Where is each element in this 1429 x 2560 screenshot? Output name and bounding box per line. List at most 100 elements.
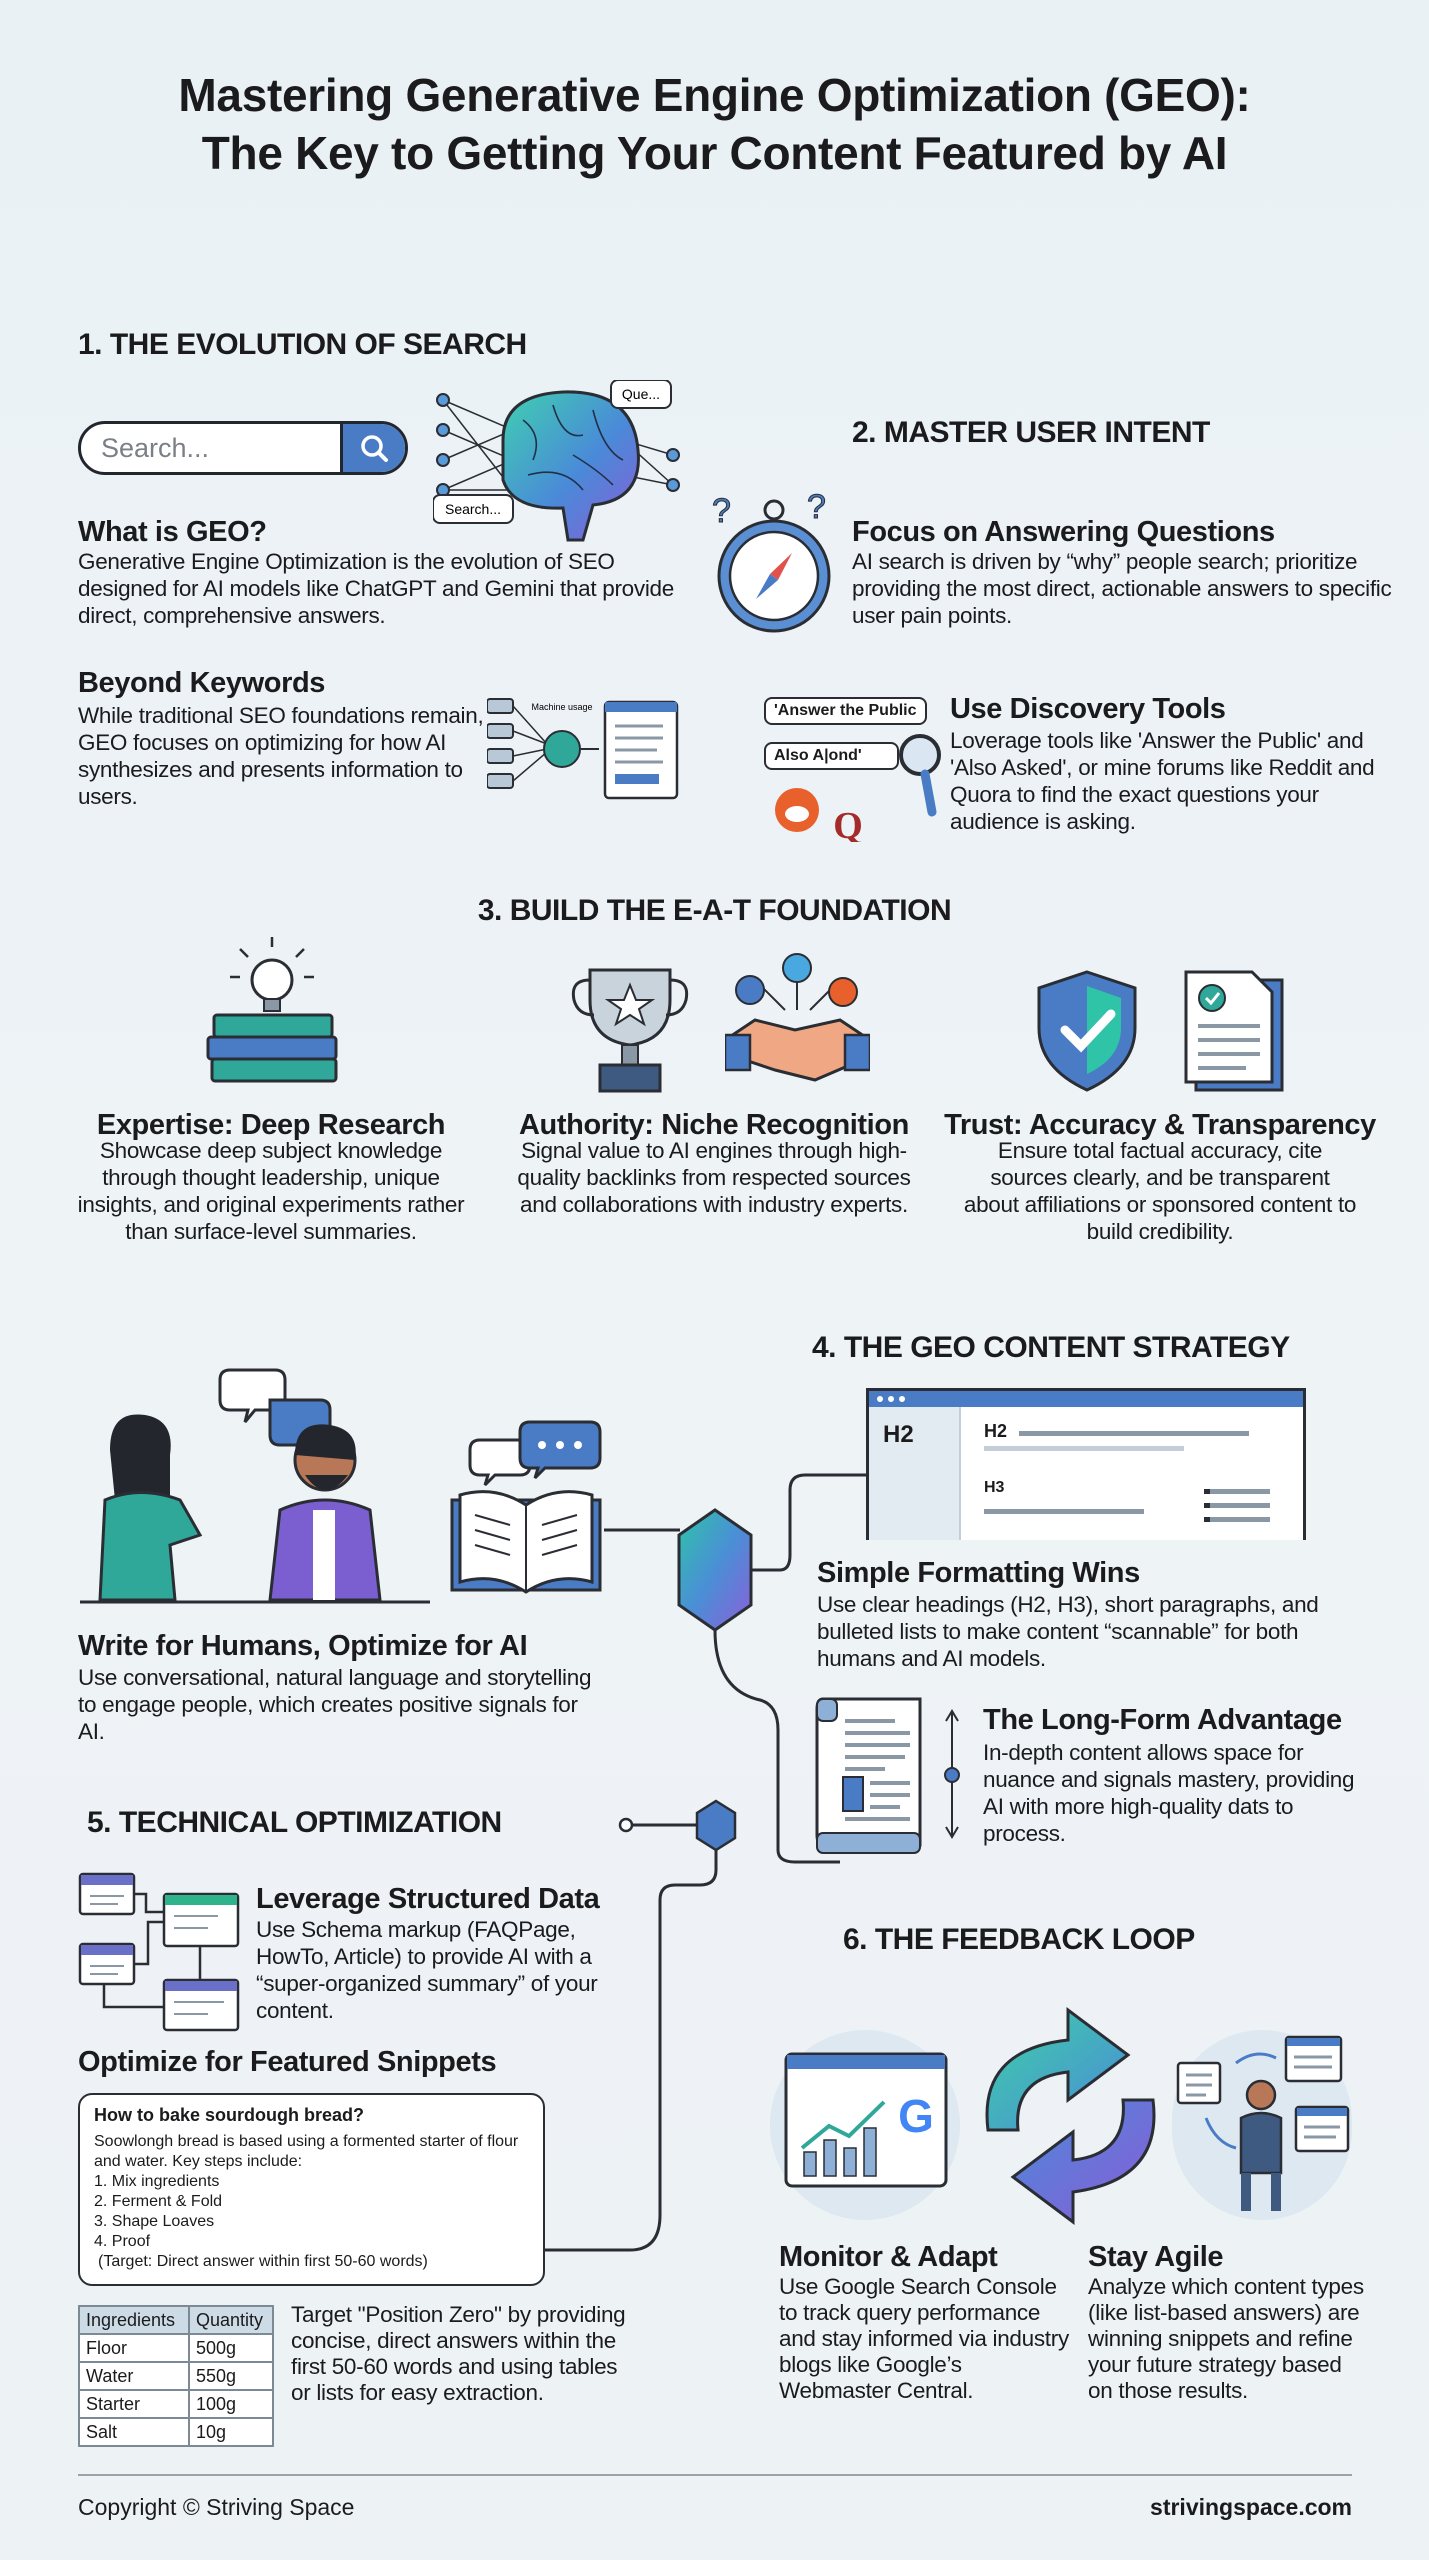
section-4-heading: 4. THE GEO CONTENT STRATEGY	[812, 1331, 1290, 1364]
long-form-title: The Long-Form Advantage	[983, 1704, 1342, 1736]
position-zero-body: Target "Position Zero" by providing conc…	[291, 2302, 626, 2405]
search-bar-illustration: Search...	[78, 421, 408, 475]
snippet-note: (Target: Direct answer within first 50-6…	[98, 2253, 428, 2270]
stay-agile-body: Analyze which content types (like list-b…	[1088, 2274, 1364, 2403]
snippet-intro: Soowlongh bread is based using a forment…	[94, 2133, 519, 2170]
trust-title: Trust: Accuracy & Transparency	[944, 1109, 1376, 1141]
table-cell: Starter	[78, 2389, 190, 2419]
trust-body: Ensure total factual accuracy, cite sour…	[963, 1138, 1357, 1244]
monitor-adapt-title: Monitor & Adapt	[779, 2241, 998, 2273]
svg-text:?: ?	[712, 492, 731, 530]
person-strategy-boards-icon	[1176, 2035, 1350, 2211]
table-header: Quantity	[188, 2305, 274, 2335]
discovery-tools-title: Use Discovery Tools	[950, 693, 1226, 725]
footer-divider	[78, 2474, 1352, 2476]
snippet-step: 2. Ferment & Fold	[94, 2193, 223, 2210]
structured-data-body: Use Schema markup (FAQPage, HowTo, Artic…	[256, 1917, 598, 2023]
section-5-heading: 5. TECHNICAL OPTIMIZATION	[87, 1806, 502, 1839]
verified-document-icon	[1184, 970, 1284, 1092]
expertise-body: Showcase deep subject knowledge through …	[77, 1138, 465, 1244]
discovery-tools-body: Loverage tools like 'Answer the Public' …	[950, 728, 1375, 834]
footer-copyright: Copyright © Striving Space	[78, 2494, 355, 2520]
trophy-icon	[571, 968, 689, 1093]
hexagon-node	[677, 1508, 753, 1632]
brain-bubble-bottom: Search...	[445, 501, 501, 517]
structured-data-icon	[78, 1872, 240, 2032]
section-2-heading: 2. MASTER USER INTENT	[852, 416, 1210, 449]
quora-icon: Q	[833, 805, 863, 842]
analytics-monitor-icon: G	[784, 2052, 948, 2188]
snippet-step: 3. Shape Loaves	[94, 2213, 215, 2230]
answer-the-public-pill: 'Answer the Public	[764, 697, 927, 725]
open-book-chat-icon	[450, 1420, 602, 1594]
snippet-step: 1. Mix ingredients	[94, 2173, 220, 2190]
section-6-heading: 6. THE FEEDBACK LOOP	[843, 1923, 1195, 1956]
stopwatch-compass-icon: ??	[712, 488, 831, 633]
table-header: Ingredients	[78, 2305, 190, 2335]
beyond-keywords-title: Beyond Keywords	[78, 667, 325, 699]
focus-questions-title: Focus on Answering Questions	[852, 516, 1275, 548]
snippet-step: 4. Proof	[94, 2233, 151, 2250]
table-cell: 10g	[188, 2417, 274, 2447]
magnifier-icon	[899, 734, 941, 776]
what-is-geo-title: What is GEO?	[78, 516, 267, 548]
brain-network-icon: Que... Search...	[433, 380, 680, 542]
browser-titlebar	[869, 1391, 1303, 1407]
table-cell: Floor	[78, 2333, 190, 2363]
title-line-1: Mastering Generative Engine Optimization…	[178, 69, 1251, 121]
page-title: Mastering Generative Engine Optimization…	[0, 66, 1429, 182]
beyond-keywords-body: While traditional SEO foundations remain…	[78, 703, 484, 809]
footer-site-link[interactable]: strivingspace.com	[1150, 2494, 1352, 2520]
structured-data-title: Leverage Structured Data	[256, 1883, 600, 1915]
people-conversation-illustration	[80, 1368, 430, 1604]
expertise-title: Expertise: Deep Research	[96, 1109, 446, 1141]
machine-usage-label: Machine usage	[531, 702, 592, 712]
browser-h2: H2	[984, 1421, 1008, 1441]
formatting-body: Use clear headings (H2, H3), short parag…	[817, 1592, 1319, 1671]
monitor-adapt-body: Use Google Search Console to track query…	[779, 2274, 1069, 2403]
write-humans-title: Write for Humans, Optimize for AI	[78, 1630, 528, 1662]
browser-h3: H3	[984, 1479, 1005, 1496]
title-line-2: The Key to Getting Your Content Featured…	[201, 127, 1228, 179]
browser-headings-mockup: H2 H2 H3	[866, 1388, 1306, 1540]
formatting-title: Simple Formatting Wins	[817, 1557, 1140, 1589]
search-placeholder: Search...	[101, 433, 210, 463]
write-humans-body: Use conversational, natural language and…	[78, 1665, 592, 1744]
featured-snippet-example: How to bake sourdough bread? Soowlongh b…	[78, 2093, 545, 2286]
table-cell: 500g	[188, 2333, 274, 2363]
featured-snippets-title: Optimize for Featured Snippets	[78, 2046, 497, 2078]
long-form-body: In-depth content allows space for nuance…	[983, 1740, 1355, 1846]
table-cell: 550g	[188, 2361, 274, 2391]
section-3-heading: 3. BUILD THE E-A-T FOUNDATION	[477, 894, 952, 927]
long-scroll-document-icon	[815, 1697, 960, 1854]
authority-body: Signal value to AI engines through high-…	[517, 1138, 911, 1217]
machine-synthesis-icon: Machine usage	[487, 698, 679, 800]
also-asked-pill: Also A|ond'	[764, 742, 899, 770]
shield-check-icon	[1037, 970, 1137, 1092]
browser-h2-left: H2	[883, 1421, 914, 1448]
google-icon: G	[898, 2090, 934, 2142]
small-hexagon-node	[695, 1799, 737, 1852]
svg-text:?: ?	[807, 488, 826, 526]
table-cell: Water	[78, 2361, 190, 2391]
discovery-tools-icon: Q	[775, 734, 941, 842]
authority-title: Authority: Niche Recognition	[519, 1109, 909, 1141]
brain-bubble-top: Que...	[622, 386, 660, 402]
snippet-question: How to bake sourdough bread?	[94, 2105, 365, 2125]
section-1-heading: 1. THE EVOLUTION OF SEARCH	[78, 328, 527, 361]
stay-agile-title: Stay Agile	[1088, 2241, 1224, 2273]
handshake-network-icon	[725, 953, 870, 1082]
lightbulb-books-icon	[206, 937, 338, 1083]
table-cell: 100g	[188, 2389, 274, 2419]
table-cell: Salt	[78, 2417, 190, 2447]
search-icon	[340, 424, 405, 472]
feedback-cycle-arrows-icon	[985, 2007, 1156, 2225]
focus-questions-body: AI search is driven by “why” people sear…	[852, 549, 1392, 628]
